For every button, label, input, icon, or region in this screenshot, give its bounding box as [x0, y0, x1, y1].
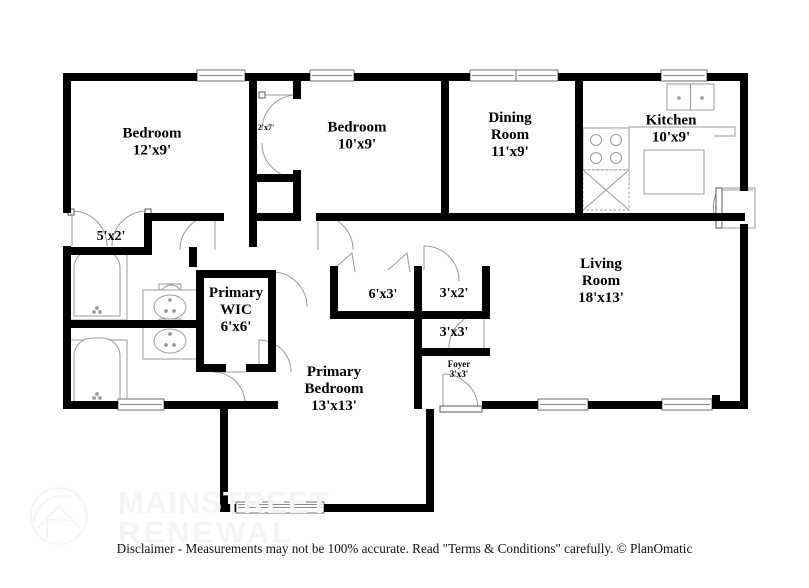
room-label-line: 3'x3': [450, 369, 469, 379]
fixture-layer: [68, 83, 736, 407]
dishwasher-icon: [582, 169, 630, 211]
bathtub-lower-icon: [68, 337, 128, 407]
room-label-closet-6x3: 6'x3': [369, 287, 398, 302]
room-label-line: Primary: [209, 285, 264, 301]
room-label-line: Bedroom: [328, 120, 387, 136]
room-label-closet-5x2: 5'x2': [97, 229, 126, 244]
room-label-closet-3x3: 3'x3': [440, 325, 469, 340]
vanity-sink-upper-icon: [142, 289, 199, 325]
room-label-line: Living: [580, 256, 622, 272]
room-label-line: 10'x9': [338, 136, 376, 152]
room-label-line: 5'x2': [97, 229, 126, 244]
room-label-line: 12'x9': [133, 142, 171, 158]
room-label-closet-2x7: 2'x7': [258, 123, 274, 132]
room-label-line: 2'x7': [258, 123, 274, 132]
room-label-line: Primary: [307, 364, 362, 380]
room-label-line: Dining: [488, 110, 532, 126]
vanity-sink-lower-icon: [142, 324, 199, 360]
room-label-closet-3x2: 3'x2': [440, 286, 469, 301]
disclaimer-text: Disclaimer - Measurements may not be 100…: [116, 541, 693, 556]
room-label-line: 3'x3': [440, 325, 469, 340]
range-cooktop-icon: [582, 127, 630, 171]
room-label-line: 6'x3': [369, 287, 398, 302]
room-label-line: Room: [582, 273, 621, 289]
room-label-line: 6'x6': [221, 319, 252, 335]
room-label-line: 3'x2': [440, 286, 469, 301]
wall-layer: [63, 73, 748, 512]
double-sink-icon: [666, 83, 715, 111]
room-label-line: 18'x13': [578, 290, 624, 306]
room-label-line: 11'x9': [491, 144, 529, 160]
room-label-line: Room: [491, 127, 530, 143]
room-label-line: Bedroom: [305, 381, 364, 397]
room-label-line: 13'x13': [311, 398, 357, 414]
room-label-line: WIC: [220, 302, 252, 318]
bathtub-upper-icon: [68, 249, 128, 321]
room-label-line: 10'x9': [652, 129, 690, 145]
room-label-line: Kitchen: [646, 113, 697, 129]
kitchen-island-icon: [643, 149, 705, 195]
room-label-line: Bedroom: [123, 126, 182, 142]
window-layer: [117, 69, 713, 514]
room-label-line: Foyer: [448, 359, 471, 369]
